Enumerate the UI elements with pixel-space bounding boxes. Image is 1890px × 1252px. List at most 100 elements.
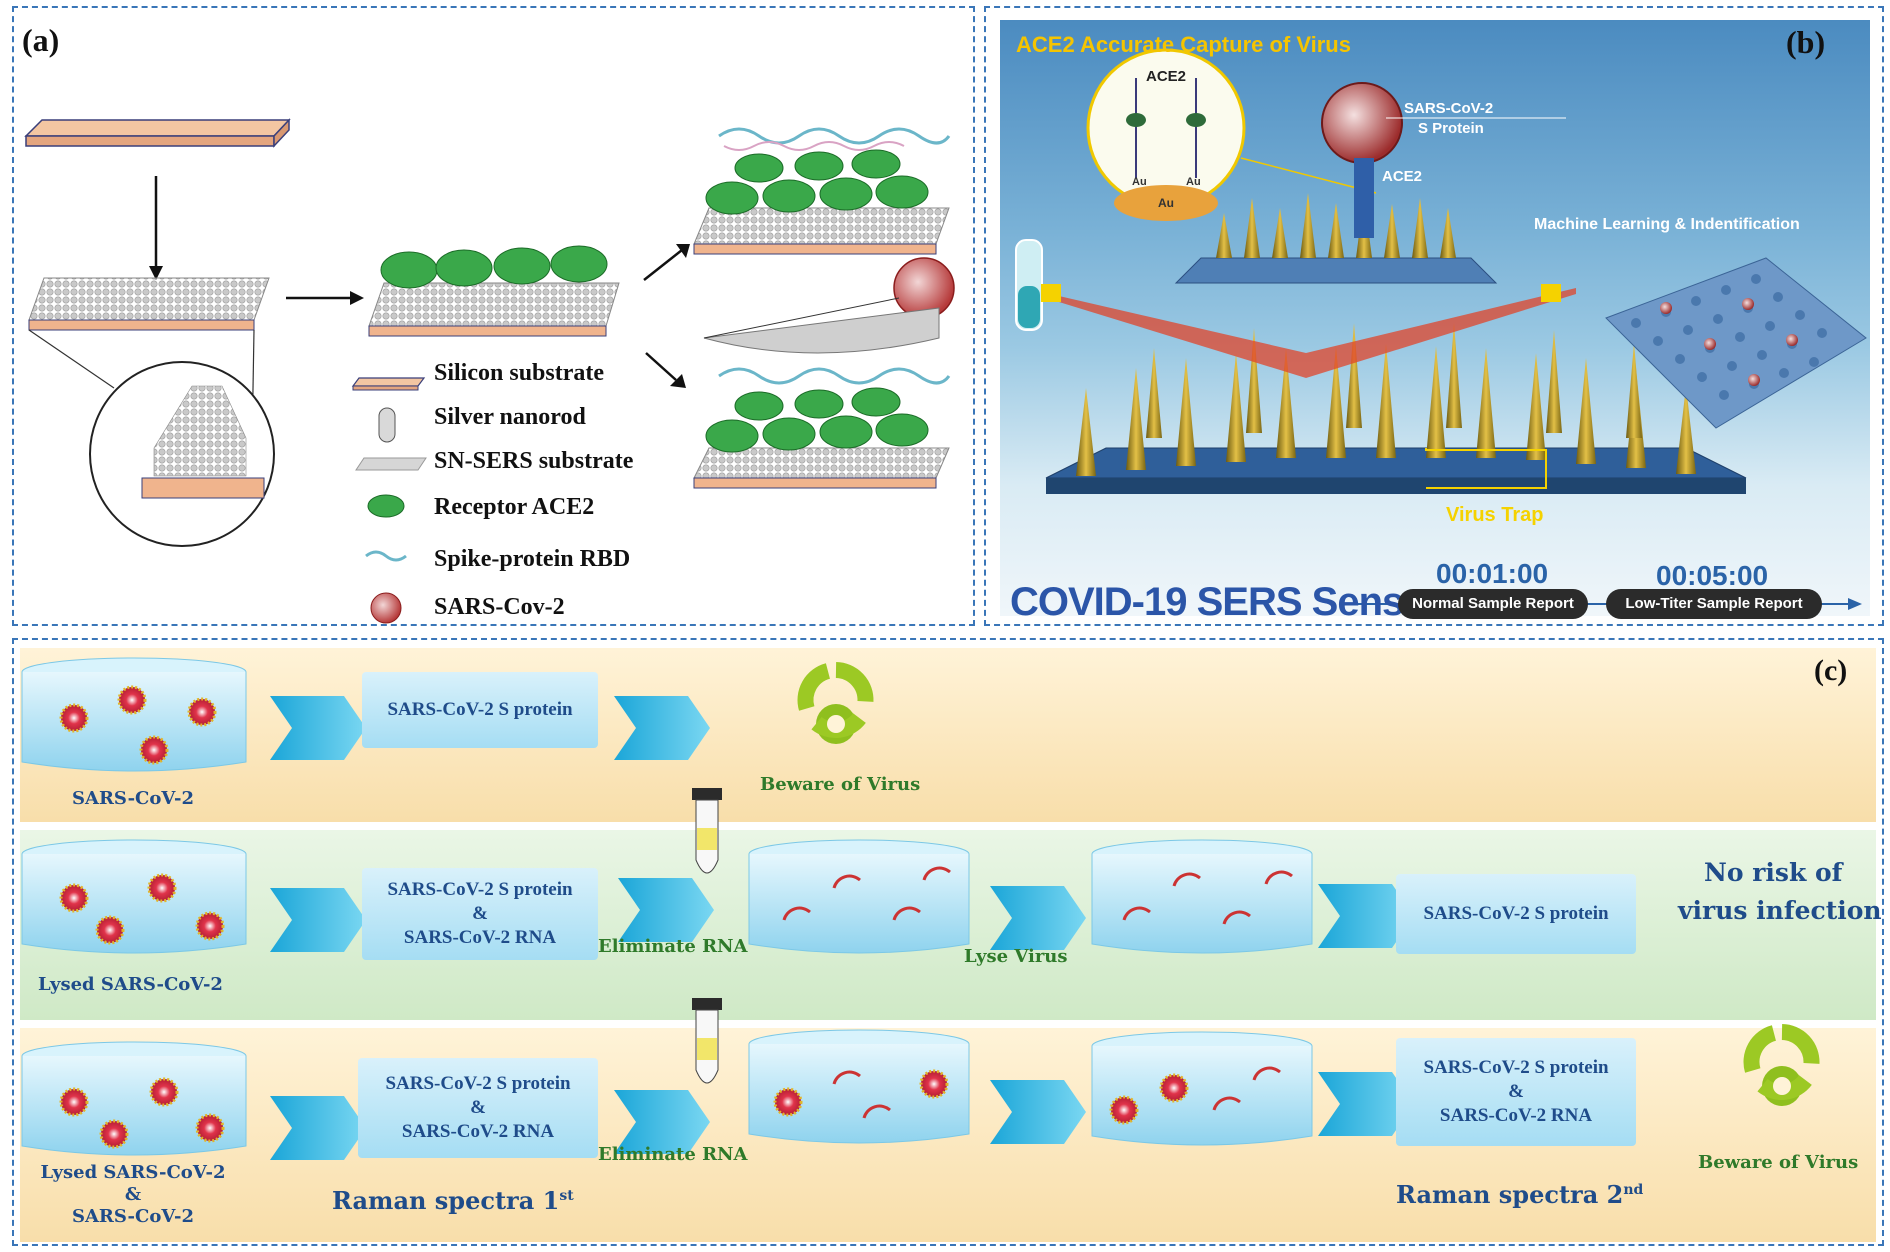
row3-tube-icon xyxy=(692,998,722,1084)
row3-arrow-4 xyxy=(1318,1072,1414,1136)
legend-icons xyxy=(351,377,427,624)
row3-beaker-label-amp: & xyxy=(124,1184,142,1205)
row1-beaker-label: SARS-CoV-2 xyxy=(72,788,195,809)
time-normal: 00:01:00 xyxy=(1436,558,1549,589)
rbd-bound-substrate xyxy=(693,127,951,255)
virus-label-2: S Protein xyxy=(1418,120,1484,137)
raman-spectra-1st: Raman spectra 1st xyxy=(332,1186,574,1215)
row3-arrow-3 xyxy=(990,1080,1086,1144)
raman-2-sup: nd xyxy=(1623,1182,1644,1198)
ace2-arm-label: ACE2 xyxy=(1382,168,1423,185)
panel-b: (b) ACE2 Accurate Capture of Virus ACE2 … xyxy=(984,6,1884,626)
raman-1-text: Raman spectra 1 xyxy=(332,1186,560,1215)
row3-result-line2: SARS-CoV-2 RNA xyxy=(1439,1104,1593,1126)
row3-eliminate-rna: Eliminate RNA xyxy=(598,1144,748,1165)
virus-label-1: SARS-CoV-2 xyxy=(1404,100,1494,117)
row1-arrow-1 xyxy=(270,696,366,760)
lower-nanocones xyxy=(1076,323,1696,476)
row3-hazard-label: Beware of Virus xyxy=(1698,1152,1859,1173)
raman-2-text: Raman spectra 2 xyxy=(1396,1180,1624,1209)
normal-report-pill: Normal Sample Report xyxy=(1398,589,1588,619)
row2-beaker-label: Lysed SARS-CoV-2 xyxy=(38,974,223,995)
row2-box-line1: SARS-CoV-2 S protein xyxy=(387,879,573,901)
virus-bound-substrate xyxy=(693,367,951,489)
row1-hazard-label: Beware of Virus xyxy=(760,774,921,795)
row2-box-line2: SARS-CoV-2 RNA xyxy=(403,926,557,948)
panel-a: (a) xyxy=(12,6,975,626)
row3-biohazard-icon xyxy=(1743,1024,1820,1106)
sensor-title: COVID-19 SERS Sensor xyxy=(1010,580,1442,624)
ace2-inset-label: ACE2 xyxy=(1146,68,1187,85)
row2-result-text: SARS-CoV-2 S protein xyxy=(1423,903,1609,925)
virus-particle xyxy=(1321,82,1403,164)
panel-b-label: (b) xyxy=(1786,24,1826,60)
panel-c-graphics xyxy=(21,657,1820,1160)
au-label-1: Au xyxy=(1132,176,1147,188)
row3-beaker-2 xyxy=(748,1029,970,1144)
virus-trap-label: Virus Trap xyxy=(1446,504,1544,526)
row3-arrow-2 xyxy=(614,1090,710,1154)
au-label-3: Au xyxy=(1158,196,1174,210)
legend-silver-nanorod: Silver nanorod xyxy=(434,404,586,430)
row2-arrow-2 xyxy=(618,878,714,942)
time-low-titer: 00:05:00 xyxy=(1656,560,1769,591)
row3-result-amp: & xyxy=(1508,1081,1524,1103)
ace2-receptor xyxy=(1354,158,1374,238)
panel-a-label: (a) xyxy=(22,22,60,58)
raman-1-sup: st xyxy=(559,1188,574,1204)
row3-protein-rna-box: SARS-CoV-2 S protein & SARS-CoV-2 RNA xyxy=(358,1058,598,1158)
row3-beaker-label-1: Lysed SARS-CoV-2 xyxy=(40,1162,226,1183)
ace2-substrate xyxy=(368,245,620,337)
row3-box-line2: SARS-CoV-2 RNA xyxy=(401,1120,555,1142)
machine-learning-label: Machine Learning & Indentification xyxy=(1534,216,1800,233)
row1-protein-box-text: SARS-CoV-2 S protein xyxy=(387,699,573,721)
row1-beaker xyxy=(21,657,247,772)
row2-arrow-4 xyxy=(1318,884,1414,948)
virus-particle xyxy=(893,257,955,319)
row2-tube-icon xyxy=(692,788,722,874)
row3-beaker-label-2: SARS-CoV-2 xyxy=(71,1206,195,1227)
legend-receptor-ace2: Receptor ACE2 xyxy=(434,494,595,520)
row2-conclusion-1: No risk of xyxy=(1704,858,1843,887)
row2-beaker-2 xyxy=(748,839,970,954)
row2-box-amp: & xyxy=(472,903,488,925)
row3-beaker xyxy=(21,1041,247,1156)
row2-arrow-1 xyxy=(270,888,366,952)
laser-source-icon xyxy=(1041,284,1061,302)
detection-grid xyxy=(1605,257,1867,429)
legend-sars-cov-2: SARS-Cov-2 xyxy=(434,594,565,620)
raman-spectra-2nd: Raman spectra 2nd xyxy=(1396,1180,1643,1209)
low-titer-report-pill: Low-Titer Sample Report xyxy=(1606,589,1822,619)
row1-biohazard-icon xyxy=(797,662,874,744)
bare-silicon-substrate xyxy=(24,118,291,148)
row2-arrow-3 xyxy=(990,886,1086,950)
nanorod-closeup xyxy=(141,385,265,499)
row1-arrow-2 xyxy=(614,696,710,760)
panel-b-title: ACE2 Accurate Capture of Virus xyxy=(1016,32,1351,57)
row3-box-line1: SARS-CoV-2 S protein xyxy=(385,1073,571,1095)
row1-protein-box: SARS-CoV-2 S protein xyxy=(362,672,598,748)
legend-spike-protein-rbd: Spike-protein RBD xyxy=(434,546,631,572)
row2-eliminate-rna: Eliminate RNA xyxy=(598,936,748,957)
row2-protein-rna-box: SARS-CoV-2 S protein & SARS-CoV-2 RNA xyxy=(362,868,598,960)
sn-sers-substrate xyxy=(28,277,270,331)
legend-silicon-substrate: Silicon substrate xyxy=(434,360,605,386)
detector-icon xyxy=(1541,284,1561,302)
row3-arrow-1 xyxy=(270,1096,366,1160)
row3-beaker-3 xyxy=(1091,1031,1313,1146)
panel-c-label: (c) xyxy=(1814,654,1848,687)
row2-beaker xyxy=(21,839,247,954)
panel-a-schematic xyxy=(24,118,955,624)
legend-sn-sers-substrate: SN-SERS substrate xyxy=(434,448,634,474)
row2-lyse-virus: Lyse Virus xyxy=(964,946,1068,967)
row2-beaker-3 xyxy=(1091,839,1313,954)
panel-c: (c) SARS-CoV-2 SARS-CoV-2 S protein Bewa… xyxy=(12,638,1884,1246)
row2-conclusion-2: virus infection xyxy=(1678,896,1882,925)
row3-result-line1: SARS-CoV-2 S protein xyxy=(1423,1057,1609,1079)
row3-result-box: SARS-CoV-2 S protein & SARS-CoV-2 RNA xyxy=(1396,1038,1636,1146)
upper-nanocones xyxy=(1216,193,1456,258)
au-label-2: Au xyxy=(1186,176,1201,188)
row3-box-amp: & xyxy=(470,1097,486,1119)
panel-b-illustration xyxy=(1015,48,1867,610)
row2-result-box: SARS-CoV-2 S protein xyxy=(1396,874,1636,954)
